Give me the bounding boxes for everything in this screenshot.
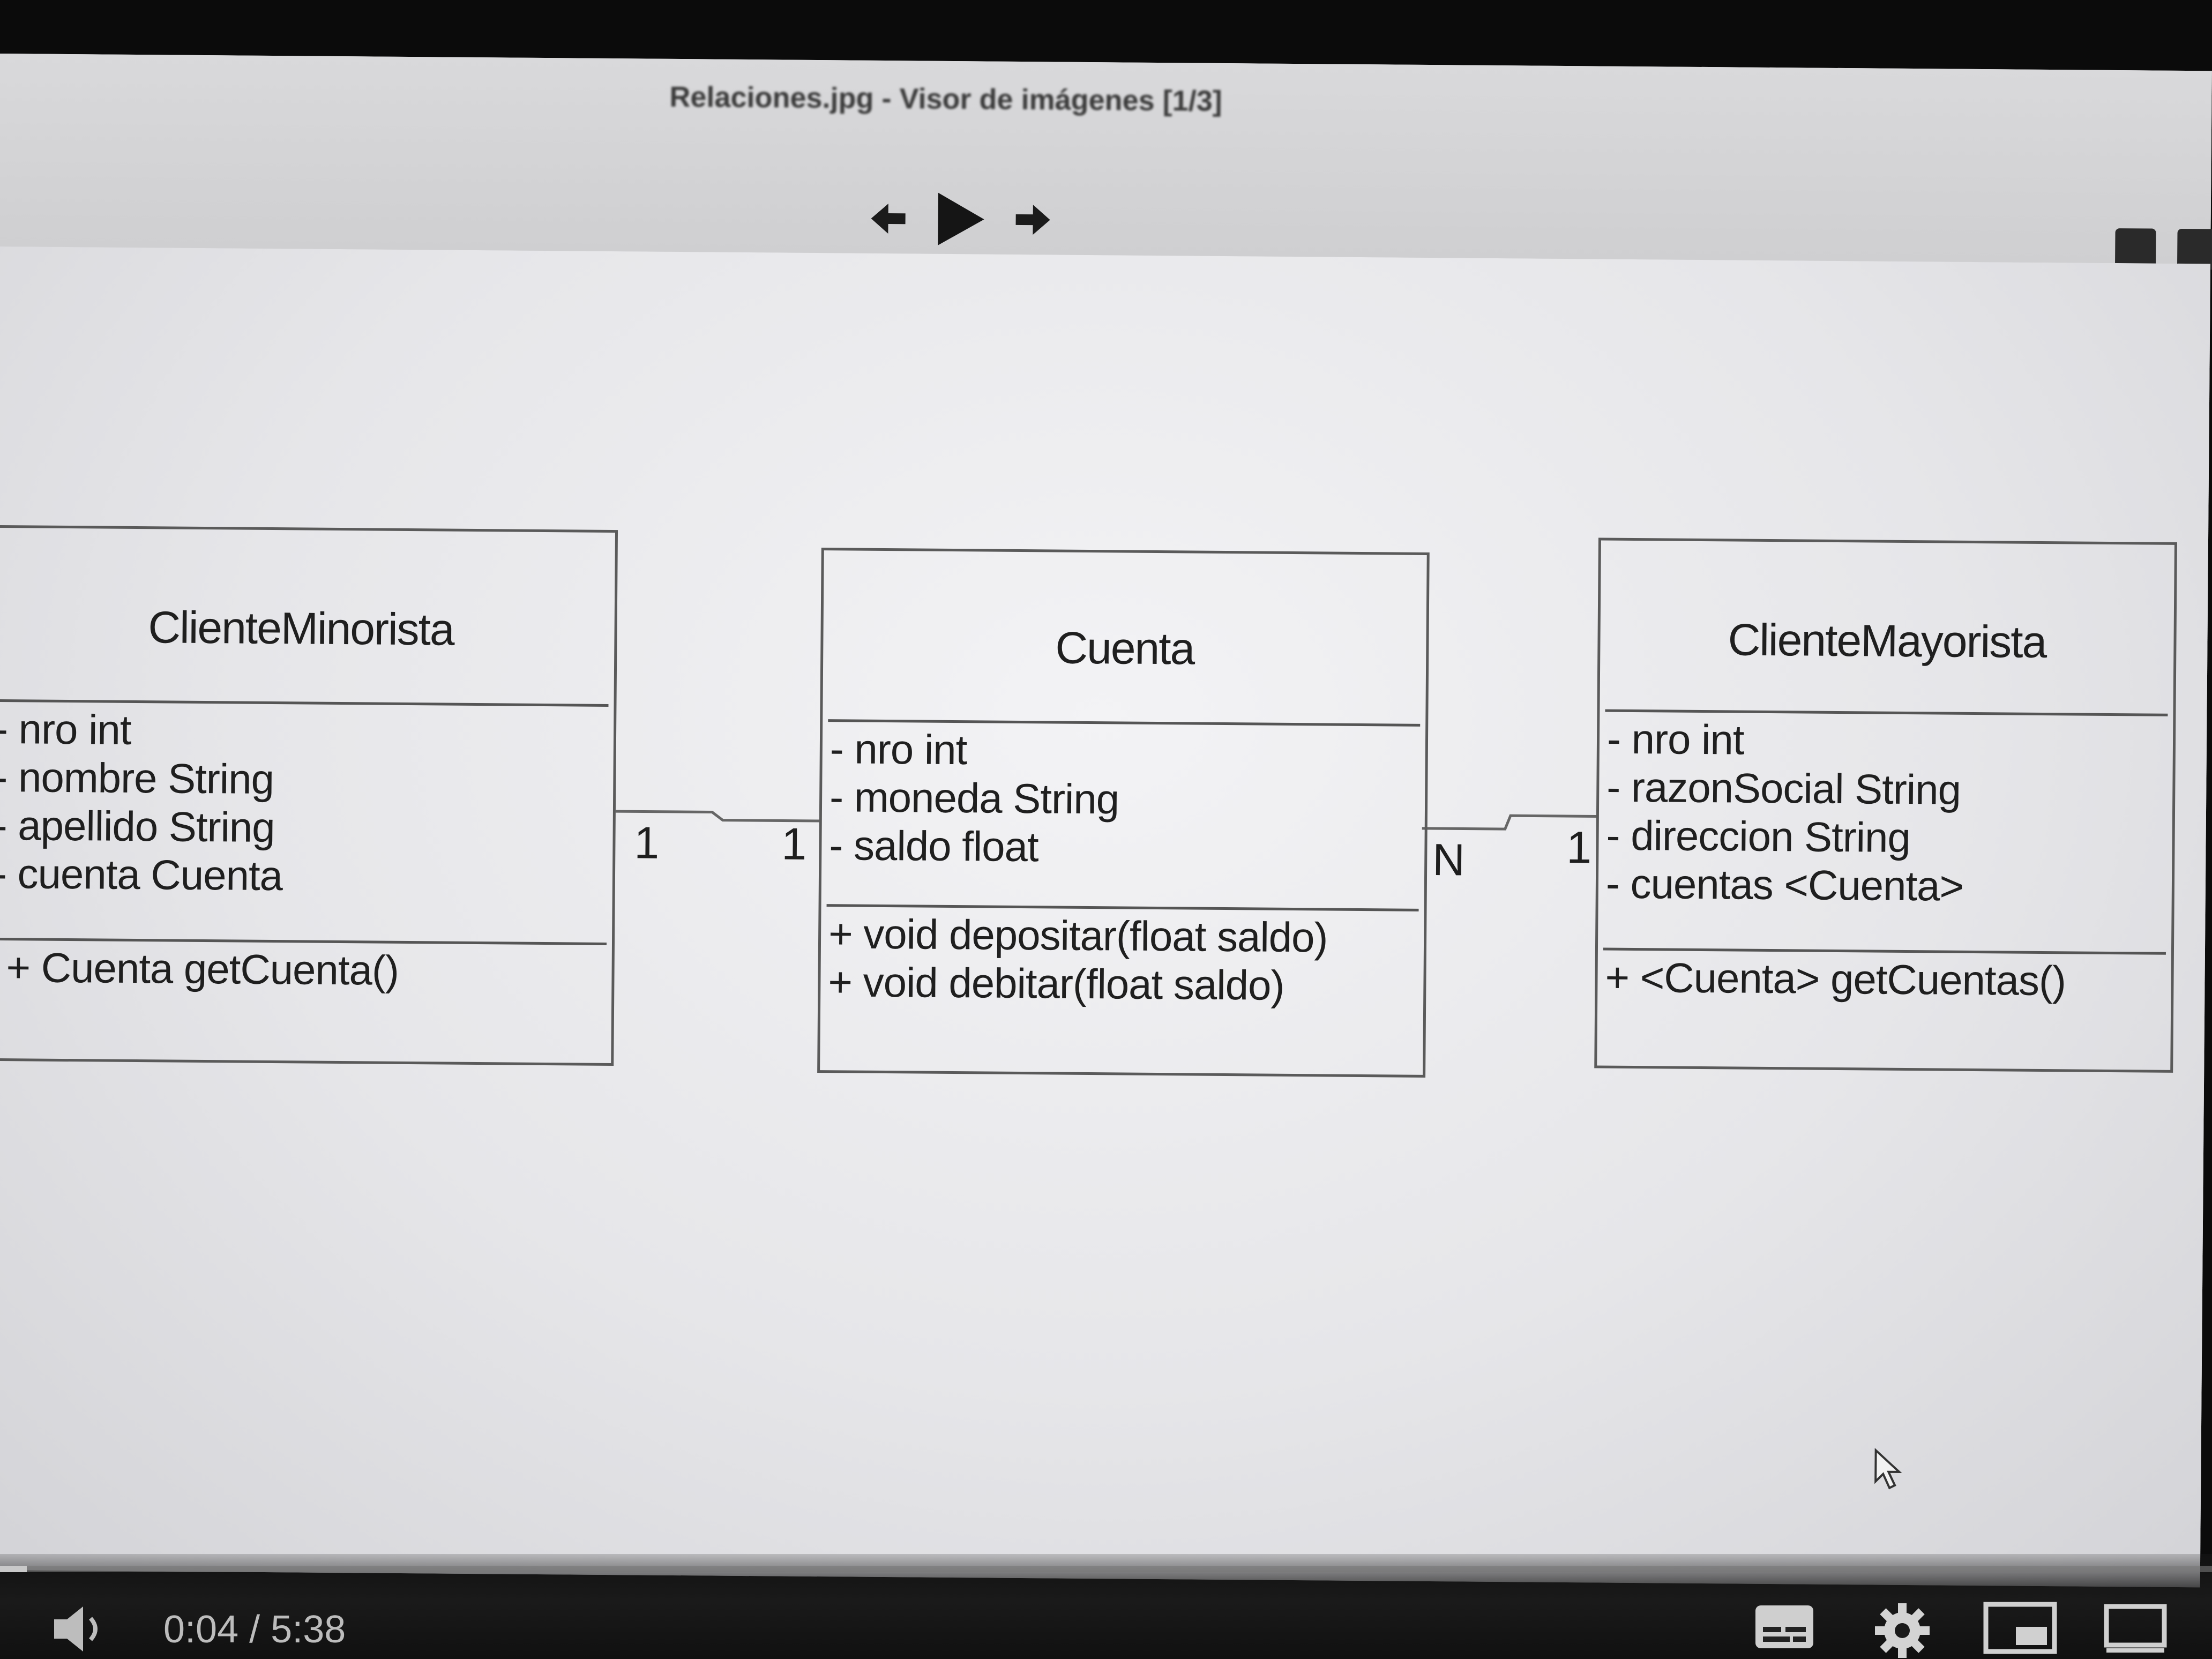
subtitles-icon[interactable] [1752, 1601, 1817, 1653]
attribute: - cuentas <Cuenta> [1605, 860, 1964, 910]
class-attributes: - nro int - razonSocial String - direcci… [1606, 715, 1965, 910]
progress-bar[interactable] [0, 1566, 2212, 1572]
duration: 5:38 [271, 1608, 346, 1651]
class-name: ClienteMayorista [1728, 614, 2046, 668]
current-time: 0:04 [163, 1608, 239, 1651]
progress-fill [0, 1566, 27, 1572]
image-viewer-window: Relaciones.jpg - Visor de imágenes [1/3] [0, 54, 2212, 1588]
settings-icon[interactable] [1873, 1601, 1932, 1659]
attribute: - nro int [829, 725, 967, 774]
multiplicity-label: 1 [634, 817, 660, 868]
attribute: - cuenta Cuenta [0, 849, 283, 900]
play-icon[interactable] [933, 190, 988, 249]
method: + <Cuenta> getCuentas() [1605, 953, 2066, 1005]
attribute: - apellido String [0, 801, 275, 851]
class-cuenta: Cuenta - nro int - moneda String - saldo… [817, 548, 1430, 1078]
viewer-titlebar: Relaciones.jpg - Visor de imágenes [1/3] [0, 54, 2212, 270]
viewer-nav-controls [866, 186, 1055, 252]
class-attributes: - nro int - moneda String - saldo float [829, 724, 1119, 871]
attribute: - nro int [1606, 715, 1744, 764]
method: + void debitar(float saldo) [828, 958, 1284, 1009]
window-title: Relaciones.jpg - Visor de imágenes [1/3] [669, 80, 1222, 117]
method: + Cuenta getCuenta() [6, 944, 399, 994]
class-cliente-mayorista: ClienteMayorista - nro int - razonSocial… [1594, 537, 2177, 1073]
theater-mode-icon[interactable] [2103, 1601, 2168, 1655]
miniplayer-icon[interactable] [1983, 1601, 2058, 1655]
class-cliente-minorista: ClienteMinorista - nro int - nombre Stri… [0, 525, 618, 1066]
volume-icon[interactable] [51, 1602, 110, 1656]
multiplicity-label: 1 [1566, 822, 1592, 873]
attribute: - razonSocial String [1606, 763, 1961, 813]
time-separator: / [238, 1608, 271, 1651]
class-methods: + <Cuenta> getCuentas() [1605, 953, 2066, 1005]
class-attributes: - nro int - nombre String - apellido Str… [0, 705, 283, 900]
mouse-pointer-icon [1874, 1448, 1902, 1490]
class-methods: + void depositar(float saldo) + void deb… [828, 909, 1328, 1010]
image-canvas: ClienteMinorista - nro int - nombre Stri… [0, 246, 2211, 1588]
arrow-right-icon[interactable] [1011, 198, 1055, 242]
class-name: Cuenta [1055, 622, 1194, 674]
method: + void depositar(float saldo) [828, 910, 1328, 961]
arrow-left-icon[interactable] [866, 197, 910, 241]
attribute: - direccion String [1606, 811, 1911, 862]
multiplicity-label: 1 [781, 818, 807, 869]
attribute: - moneda String [829, 773, 1119, 823]
class-methods: + Cuenta getCuenta() [6, 943, 399, 995]
video-player-bar: 0:04 / 5:38 [0, 1554, 2212, 1659]
class-name: ClienteMinorista [148, 602, 454, 655]
attribute: - saldo float [829, 821, 1038, 871]
time-display: 0:04 / 5:38 [163, 1608, 346, 1651]
attribute: - nombre String [0, 753, 274, 803]
multiplicity-label: N [1432, 834, 1466, 885]
attribute: - nro int [0, 705, 131, 753]
